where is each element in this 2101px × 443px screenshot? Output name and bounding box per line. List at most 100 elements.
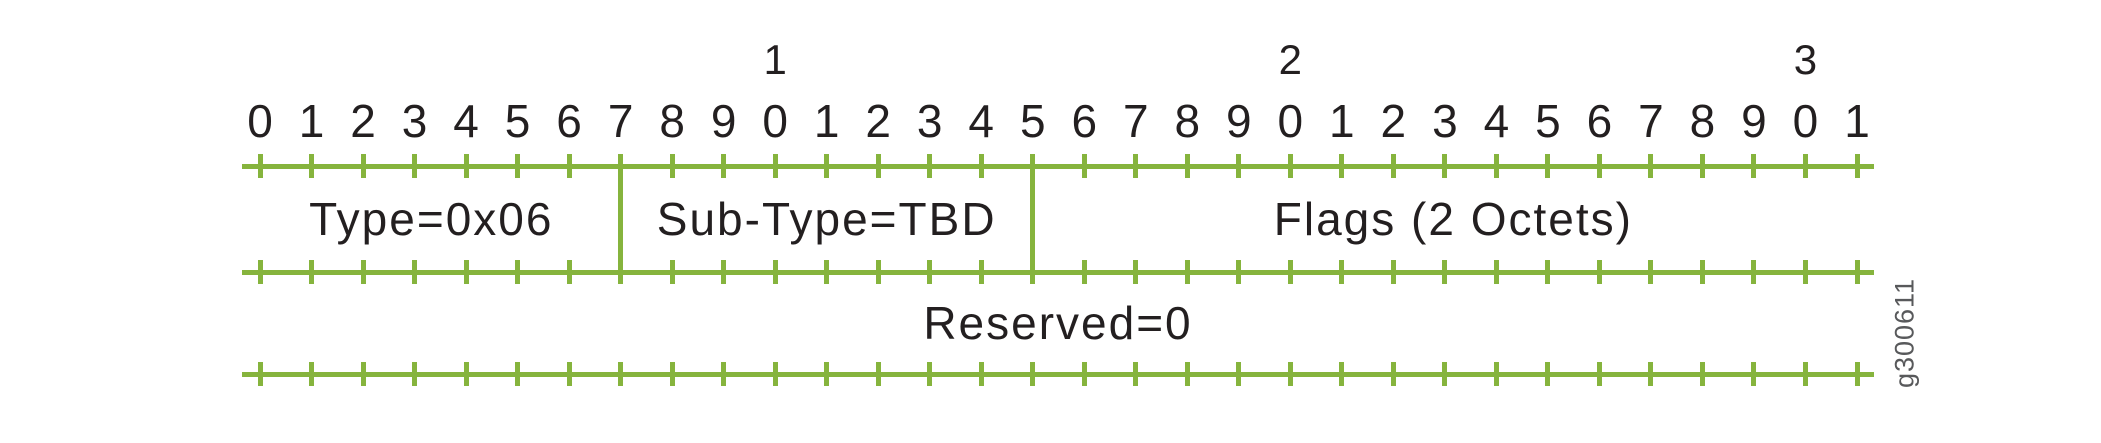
bit-tick: [669, 362, 675, 386]
bit-number-label: 0: [1792, 95, 1819, 147]
bit-number-label: 5: [1019, 95, 1046, 147]
figure-id-watermark: g300611: [1889, 277, 1920, 389]
bit-tick: [360, 362, 366, 386]
bit-tick: [1699, 154, 1705, 178]
field-label: Sub-Type=TBD: [656, 193, 997, 245]
bit-number-label: 9: [1226, 95, 1252, 147]
field-separator: [618, 163, 624, 275]
bit-number-label: 6: [1586, 95, 1613, 147]
bit-tick: [463, 260, 469, 284]
bit-number-label: 2: [1380, 95, 1407, 147]
bit-tens-marker: 1: [763, 36, 787, 83]
bit-tick: [1854, 362, 1860, 386]
bit-number-label: 8: [1689, 95, 1716, 147]
bit-tick: [1287, 154, 1293, 178]
bit-tick: [1545, 260, 1551, 284]
bit-tick: [309, 362, 315, 386]
bit-number-label: 8: [659, 95, 685, 147]
bit-tick: [1751, 260, 1757, 284]
bit-number-label: 4: [1483, 95, 1510, 147]
bit-tick: [1442, 260, 1448, 284]
bit-tick: [309, 154, 315, 178]
bit-tick: [1442, 362, 1448, 386]
bit-tick: [309, 260, 315, 284]
bit-tick: [721, 260, 727, 284]
bit-tick: [824, 154, 830, 178]
bit-tick: [515, 260, 521, 284]
bit-tick: [1751, 362, 1757, 386]
bit-tick: [257, 260, 263, 284]
bit-number-label: 9: [710, 95, 737, 147]
bit-tick: [1596, 260, 1602, 284]
bit-tick: [772, 154, 778, 178]
bit-tick: [1287, 362, 1293, 386]
bit-ruler-line: [242, 163, 1874, 169]
bit-tick: [618, 362, 624, 386]
bit-tick: [927, 154, 933, 178]
bit-tick: [1236, 362, 1242, 386]
bit-tick: [875, 362, 881, 386]
bit-number-label: 0: [762, 95, 788, 147]
bit-tick: [1442, 154, 1448, 178]
field-reserved-0: Reserved=0: [242, 272, 1874, 374]
bit-tick: [1802, 362, 1808, 386]
bit-tick: [1854, 260, 1860, 284]
bit-tick: [1648, 362, 1654, 386]
bit-tick: [412, 260, 418, 284]
bit-tick: [1648, 260, 1654, 284]
bit-tick: [1545, 154, 1551, 178]
bit-tick: [669, 260, 675, 284]
bit-tick: [412, 362, 418, 386]
field-label: Reserved=0: [923, 297, 1193, 349]
bit-tick: [566, 260, 572, 284]
field-label: Flags (2 Octets): [1273, 193, 1633, 245]
bit-tick: [515, 154, 521, 178]
bit-tick: [1339, 154, 1345, 178]
bit-number-label: 8: [1174, 95, 1201, 147]
bit-tick: [1493, 362, 1499, 386]
bit-tick: [927, 260, 933, 284]
bit-tick: [1699, 260, 1705, 284]
bit-number-label: 0: [1277, 95, 1304, 147]
bit-tick: [1236, 154, 1242, 178]
bit-tick: [978, 260, 984, 284]
bit-tick: [1081, 260, 1087, 284]
bit-tens-marker: 3: [1793, 36, 1818, 83]
bit-tick: [1287, 260, 1293, 284]
bit-tick: [1133, 260, 1139, 284]
bit-tick: [1184, 154, 1190, 178]
bit-tick: [566, 154, 572, 178]
bit-tick: [772, 260, 778, 284]
bit-tick: [1184, 362, 1190, 386]
field-flags-2-octets: Flags (2 Octets): [1033, 166, 1874, 272]
bit-number-label: 1: [813, 95, 840, 147]
bit-number-label: 6: [556, 95, 582, 147]
bit-tick: [1854, 154, 1860, 178]
bit-number-label: 5: [504, 95, 531, 147]
bit-tick: [1236, 260, 1242, 284]
bit-tick: [360, 260, 366, 284]
bit-tick: [927, 362, 933, 386]
bit-tick: [978, 154, 984, 178]
bit-number-label: 1: [298, 95, 325, 147]
bit-tens-marker: 2: [1278, 36, 1302, 83]
bit-tick: [1390, 260, 1396, 284]
bit-ruler-line: [242, 269, 1874, 275]
bit-tick: [1596, 154, 1602, 178]
bit-number-label: 4: [968, 95, 995, 147]
bit-tick: [463, 154, 469, 178]
bit-tick: [1030, 362, 1036, 386]
bit-tick: [1493, 260, 1499, 284]
bit-number-label: 6: [1071, 95, 1098, 147]
bit-tick: [978, 362, 984, 386]
bit-tick: [772, 362, 778, 386]
bit-tick: [875, 260, 881, 284]
bit-tick: [721, 362, 727, 386]
bit-tick: [360, 154, 366, 178]
bit-tick: [1133, 154, 1139, 178]
bit-tick: [824, 362, 830, 386]
bit-tick: [1596, 362, 1602, 386]
bit-tick: [1081, 362, 1087, 386]
field-separator: [1030, 163, 1036, 275]
